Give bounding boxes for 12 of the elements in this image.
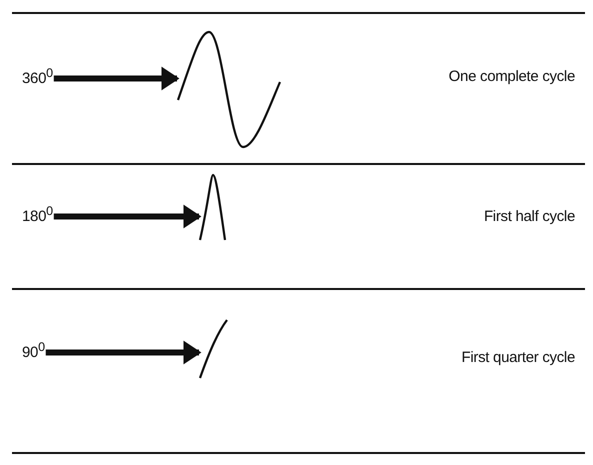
wave-drawing xyxy=(198,318,229,380)
cycle-label: First half cycle xyxy=(484,208,575,225)
angle-label: 360$^{0}$ xyxy=(22,66,53,87)
cycle-label: First quarter cycle xyxy=(462,349,575,366)
wave-drawing xyxy=(176,30,282,149)
arrow xyxy=(46,340,202,364)
arrow xyxy=(54,204,202,228)
arrow xyxy=(54,66,180,90)
angle-label: 90$^{0}$ xyxy=(22,340,45,361)
wave-drawing xyxy=(198,173,227,242)
cycle-label: One complete cycle xyxy=(448,68,575,85)
angle-label: 180$^{0}$ xyxy=(22,204,53,225)
